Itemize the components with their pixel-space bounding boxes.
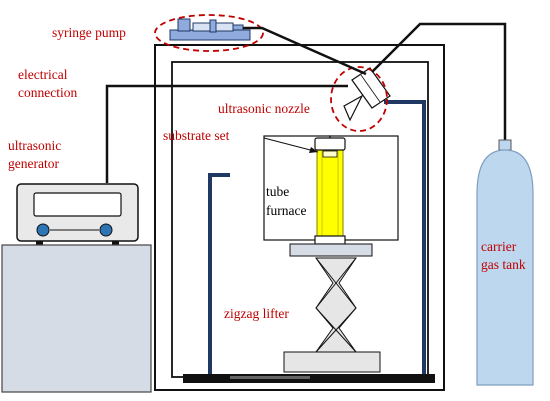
- lifter-base: [283, 351, 381, 373]
- label-ultrasonic-nozzle: ultrasonic nozzle: [218, 101, 310, 116]
- liquid-tubing: [243, 26, 367, 76]
- pump-dashed-circle: [154, 14, 264, 52]
- gas-tank: [476, 139, 534, 386]
- label-generator: generator: [8, 156, 59, 171]
- furnace-platform: [289, 243, 373, 257]
- label-ultrasonic: ultrasonic: [8, 138, 61, 153]
- generator-knob-left: [36, 223, 50, 237]
- tube-cap: [314, 137, 346, 151]
- substrate: [322, 150, 338, 158]
- label-syringe-pump: syringe pump: [52, 25, 126, 40]
- left-stand: [208, 173, 230, 374]
- label-zigzag-lifter: zigzag lifter: [224, 306, 289, 321]
- table-base: [1, 244, 152, 393]
- syringe-pump: [169, 18, 251, 41]
- label-electrical: electrical: [18, 67, 68, 82]
- label-connection: connection: [18, 85, 77, 100]
- label-furnace: furnace: [266, 203, 306, 218]
- label-substrate-set: substrate set: [163, 128, 230, 143]
- substrate-pointer: [263, 137, 319, 153]
- gas-tubing: [371, 22, 507, 148]
- label-gas-tank: gas tank: [481, 257, 526, 272]
- generator-display: [33, 192, 122, 217]
- yellow-tube: [316, 146, 344, 242]
- electrical-wire: [105, 84, 348, 183]
- ultrasonic-nozzle: [343, 67, 391, 122]
- zigzag-lifter: [315, 257, 357, 353]
- generator-knob-right: [99, 223, 113, 237]
- label-carrier: carrier: [481, 239, 517, 254]
- enclosure-base-bar: [183, 374, 435, 383]
- label-tube: tube: [266, 184, 289, 199]
- nozzle-dashed-circle: [330, 66, 388, 132]
- right-stand: [384, 100, 426, 374]
